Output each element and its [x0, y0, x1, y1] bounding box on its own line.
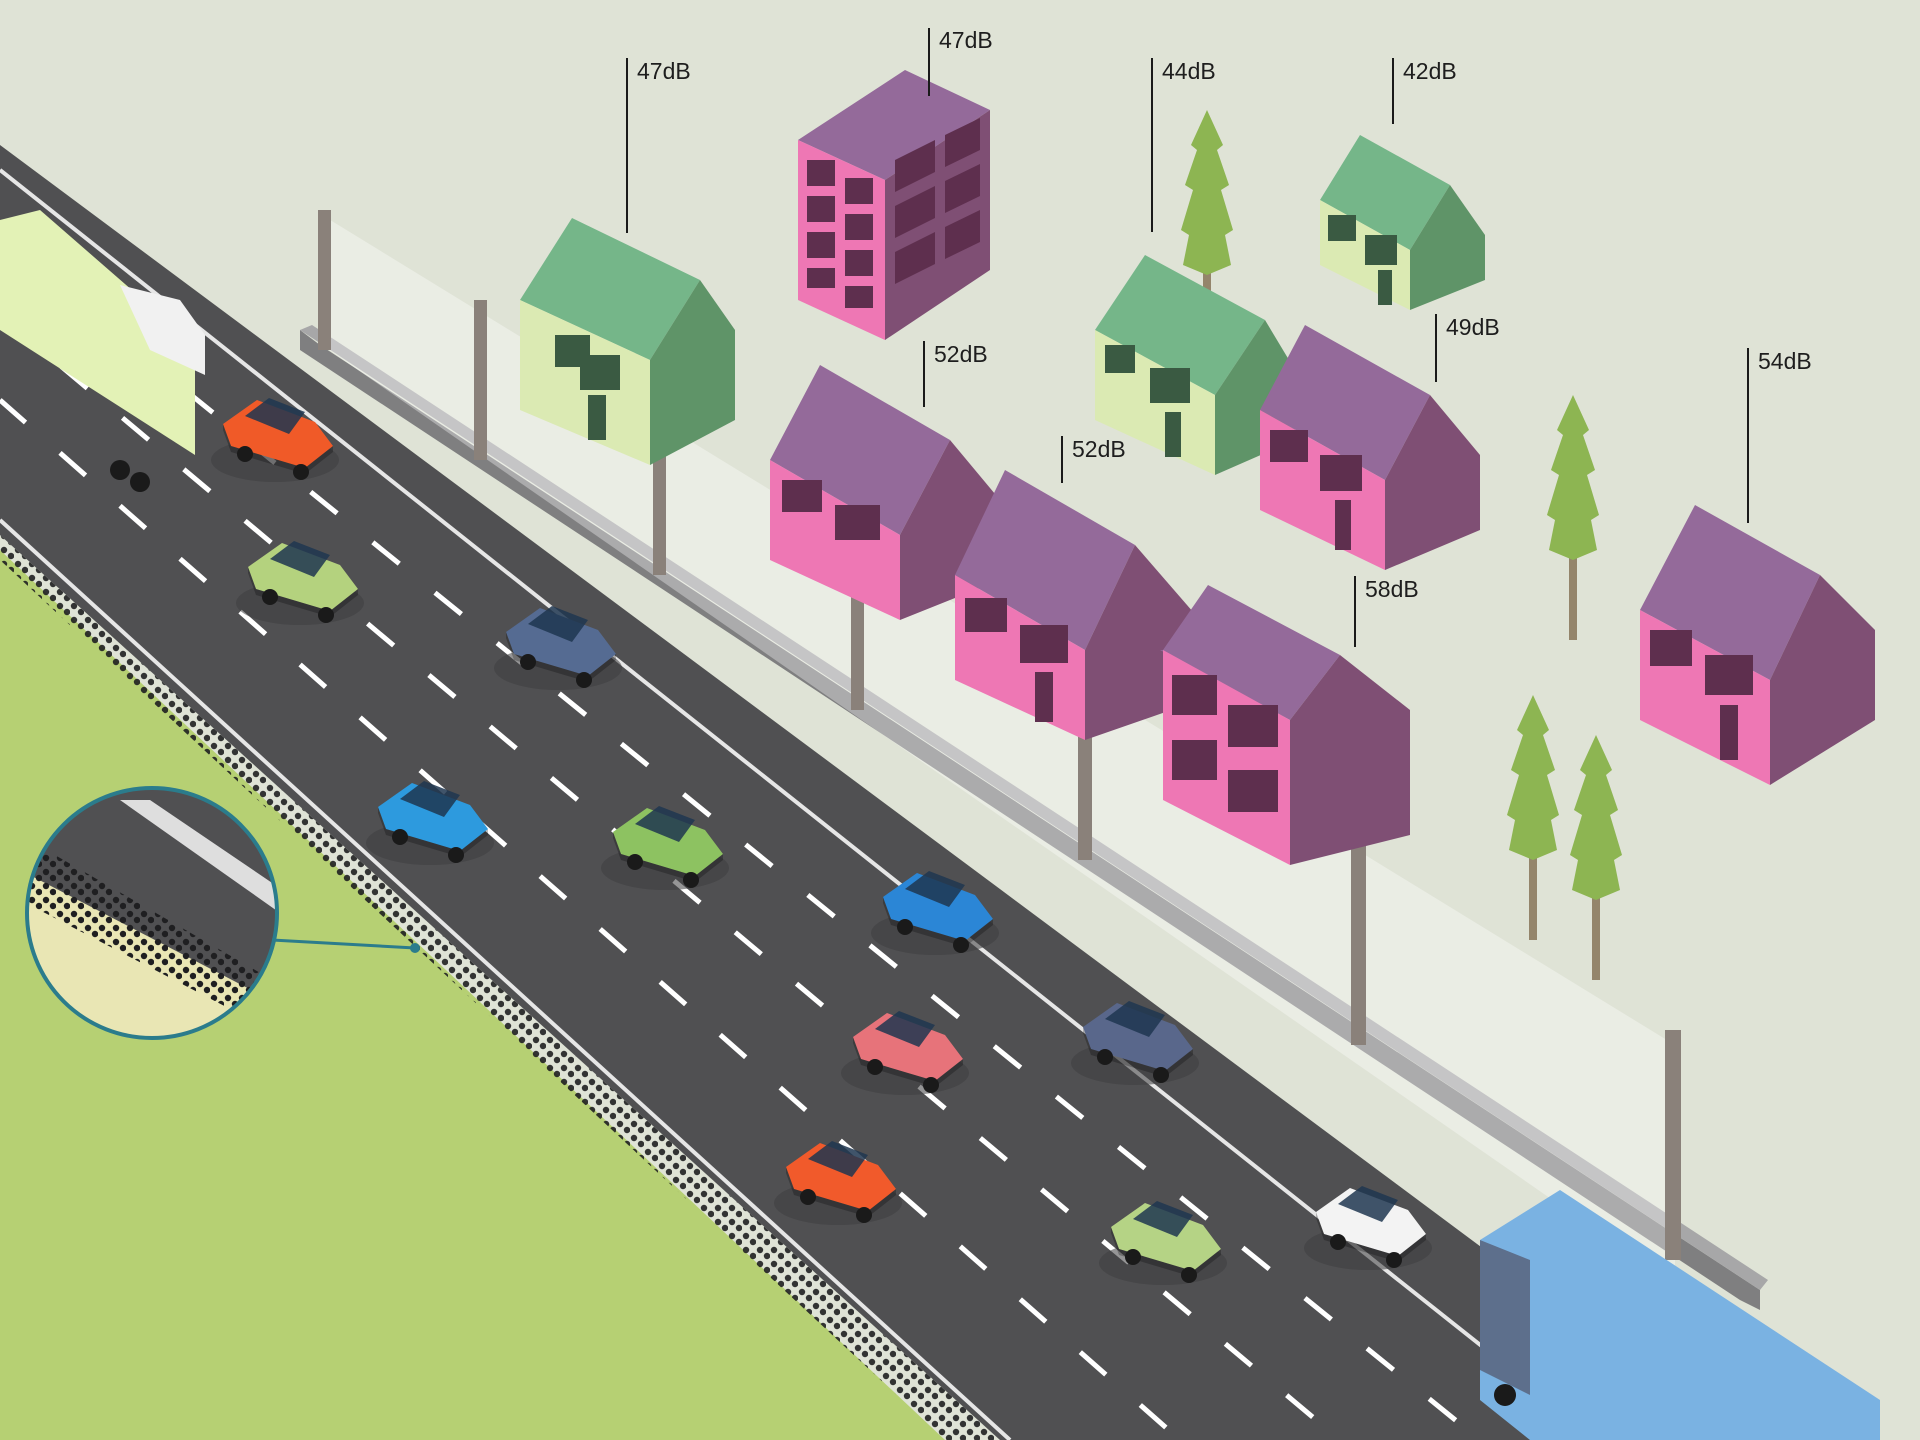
house-icon — [520, 218, 735, 465]
truck-icon — [1480, 1190, 1880, 1440]
apartment-block — [798, 70, 990, 340]
noise-label: 52dB — [934, 341, 988, 367]
tree-icon — [1547, 395, 1599, 640]
noise-label: 54dB — [1758, 348, 1812, 374]
barrier-kerb-top — [300, 325, 1768, 1290]
noise-level-pink-house-2: 52dB — [1061, 436, 1126, 483]
noise-label: 44dB — [1162, 58, 1216, 84]
noise-level-green-house-2: 44dB — [1151, 58, 1216, 232]
porous-asphalt-detail-icon — [25, 786, 420, 1040]
motorway-surface — [0, 145, 1680, 1440]
lane-marking — [0, 398, 1182, 1440]
noise-level-green-house-3: 42dB — [1392, 58, 1457, 124]
noise-level-apartment-block: 47dB — [928, 27, 993, 96]
noise-label: 52dB — [1072, 436, 1126, 462]
noise-level-pink-house-4: 54dB — [1747, 348, 1812, 523]
noise-label: 58dB — [1365, 576, 1419, 602]
tree-icon — [1507, 695, 1559, 940]
noise-label: 42dB — [1403, 58, 1457, 84]
house-icon — [1320, 135, 1485, 310]
noise-label: 47dB — [939, 27, 993, 53]
tree-icon — [1570, 735, 1622, 980]
road-edge-line — [0, 518, 1012, 1440]
noise-level-green-house-1: 47dB — [626, 58, 691, 233]
truck-icon — [0, 210, 205, 492]
noise-label: 47dB — [637, 58, 691, 84]
noise-level-pink-house-3: 49dB — [1435, 314, 1500, 382]
house-icon — [1160, 585, 1410, 865]
noise-level-pink-house-1: 52dB — [923, 341, 988, 407]
house-icon — [1095, 255, 1295, 475]
noise-level-pink-house-5: 58dB — [1354, 576, 1419, 647]
noise-label: 49dB — [1446, 314, 1500, 340]
house-icon — [1640, 505, 1875, 785]
house-icon — [1260, 325, 1480, 570]
